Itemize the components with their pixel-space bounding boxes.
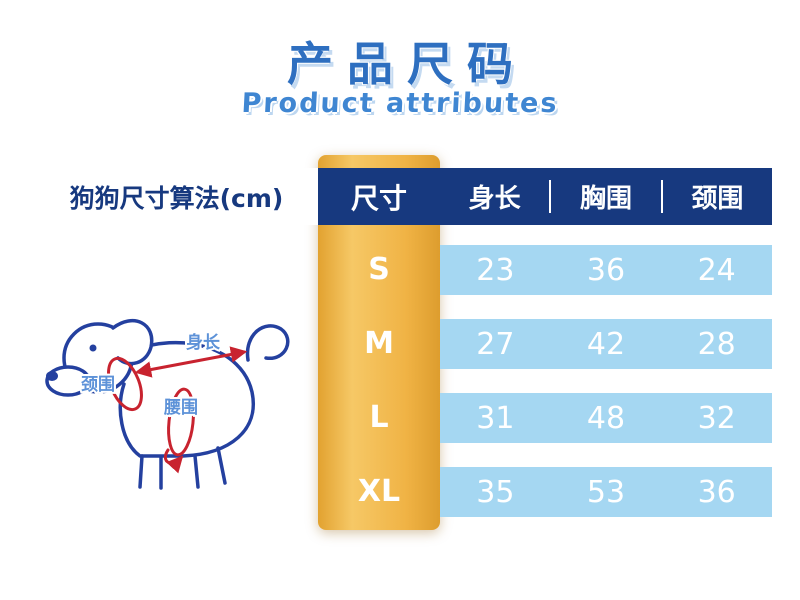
neck-girth-value: 28 <box>697 326 736 362</box>
table-row-xl: XL 35 53 36 <box>0 467 800 517</box>
row-band: 31 48 32 <box>440 393 772 443</box>
chest-girth-value: 53 <box>586 474 626 510</box>
waist-arrow <box>163 448 184 474</box>
table-row-s: S 23 36 24 <box>0 245 800 295</box>
body-length-value: 35 <box>476 474 515 510</box>
size-label-xl: XL <box>357 474 401 509</box>
neck-girth-ellipse <box>107 356 143 412</box>
header-divider <box>549 180 552 213</box>
table-header: 尺寸 身长 胸围 颈围 <box>318 168 772 225</box>
chest-girth-value: 42 <box>586 326 626 362</box>
row-band: 35 53 36 <box>440 467 772 517</box>
chest-girth-value: 36 <box>586 252 626 288</box>
waist-girth-label: 腰围 <box>164 398 198 418</box>
body-length-header: 身长 <box>468 184 521 214</box>
size-column-header: 尺寸 <box>350 181 407 215</box>
measure-method-label: 狗狗尺寸算法(cm) <box>35 168 318 225</box>
body-length-value: 31 <box>476 400 515 436</box>
chest-girth-header: 胸围 <box>579 184 632 214</box>
row-band: 23 36 24 <box>440 245 772 295</box>
neck-girth-header: 颈围 <box>691 184 744 214</box>
row-band: 27 42 28 <box>440 319 772 369</box>
waist-girth-ellipse <box>167 387 195 457</box>
neck-girth-label: 颈围 <box>81 375 115 395</box>
table-row-m: M 27 42 28 <box>0 319 800 369</box>
page-title: 产品尺码 <box>287 37 527 91</box>
size-label-m: M <box>364 326 394 361</box>
body-length-label: 身长 <box>186 332 221 353</box>
neck-girth-value: 36 <box>697 474 736 510</box>
body-length-value: 27 <box>476 326 515 362</box>
dog-measurement-diagram: 身长 颈围 腰围 <box>18 290 306 500</box>
neck-girth-value: 24 <box>697 252 736 288</box>
page-subtitle: Product attributes <box>240 88 560 119</box>
body-length-value: 23 <box>476 252 515 288</box>
size-label-s: S <box>368 252 390 287</box>
table-row-l: L 31 48 32 <box>0 393 800 443</box>
dog-illustration: 身长 颈围 腰围 <box>45 318 290 490</box>
body-length-arrow <box>134 346 248 378</box>
header-divider <box>660 180 663 213</box>
size-label-l: L <box>369 400 389 435</box>
chest-girth-value: 48 <box>586 400 626 436</box>
neck-girth-value: 32 <box>697 400 736 436</box>
